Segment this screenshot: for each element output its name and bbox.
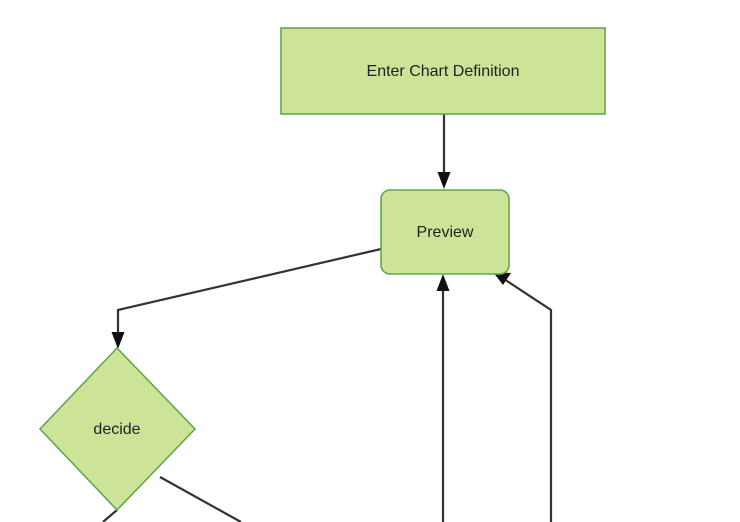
edge-line — [503, 278, 553, 522]
node-preview[interactable]: Preview — [380, 189, 510, 275]
node-enter-chart-definition[interactable]: Enter Chart Definition — [280, 27, 606, 115]
edge-offscreen-right-to-preview — [493, 272, 553, 522]
edge-decide-down-left — [102, 509, 118, 522]
edge-offscreen-left-to-preview — [436, 274, 450, 522]
arrowhead-icon — [437, 172, 451, 189]
edge-preview-to-decide — [111, 247, 382, 349]
edge-decide-down-right — [159, 476, 242, 522]
node-rectangle[interactable] — [280, 27, 606, 115]
edge-line — [102, 509, 118, 522]
node-diamond[interactable] — [38, 346, 197, 512]
edge-line — [116, 247, 382, 338]
node-decide[interactable]: decide — [38, 346, 197, 512]
arrowhead-icon — [111, 332, 125, 349]
edge-line — [159, 476, 242, 522]
arrowhead-icon — [436, 274, 450, 291]
node-rounded-rectangle[interactable] — [380, 189, 510, 275]
arrowhead-icon — [493, 272, 511, 285]
edge-enter-to-preview — [437, 113, 451, 189]
